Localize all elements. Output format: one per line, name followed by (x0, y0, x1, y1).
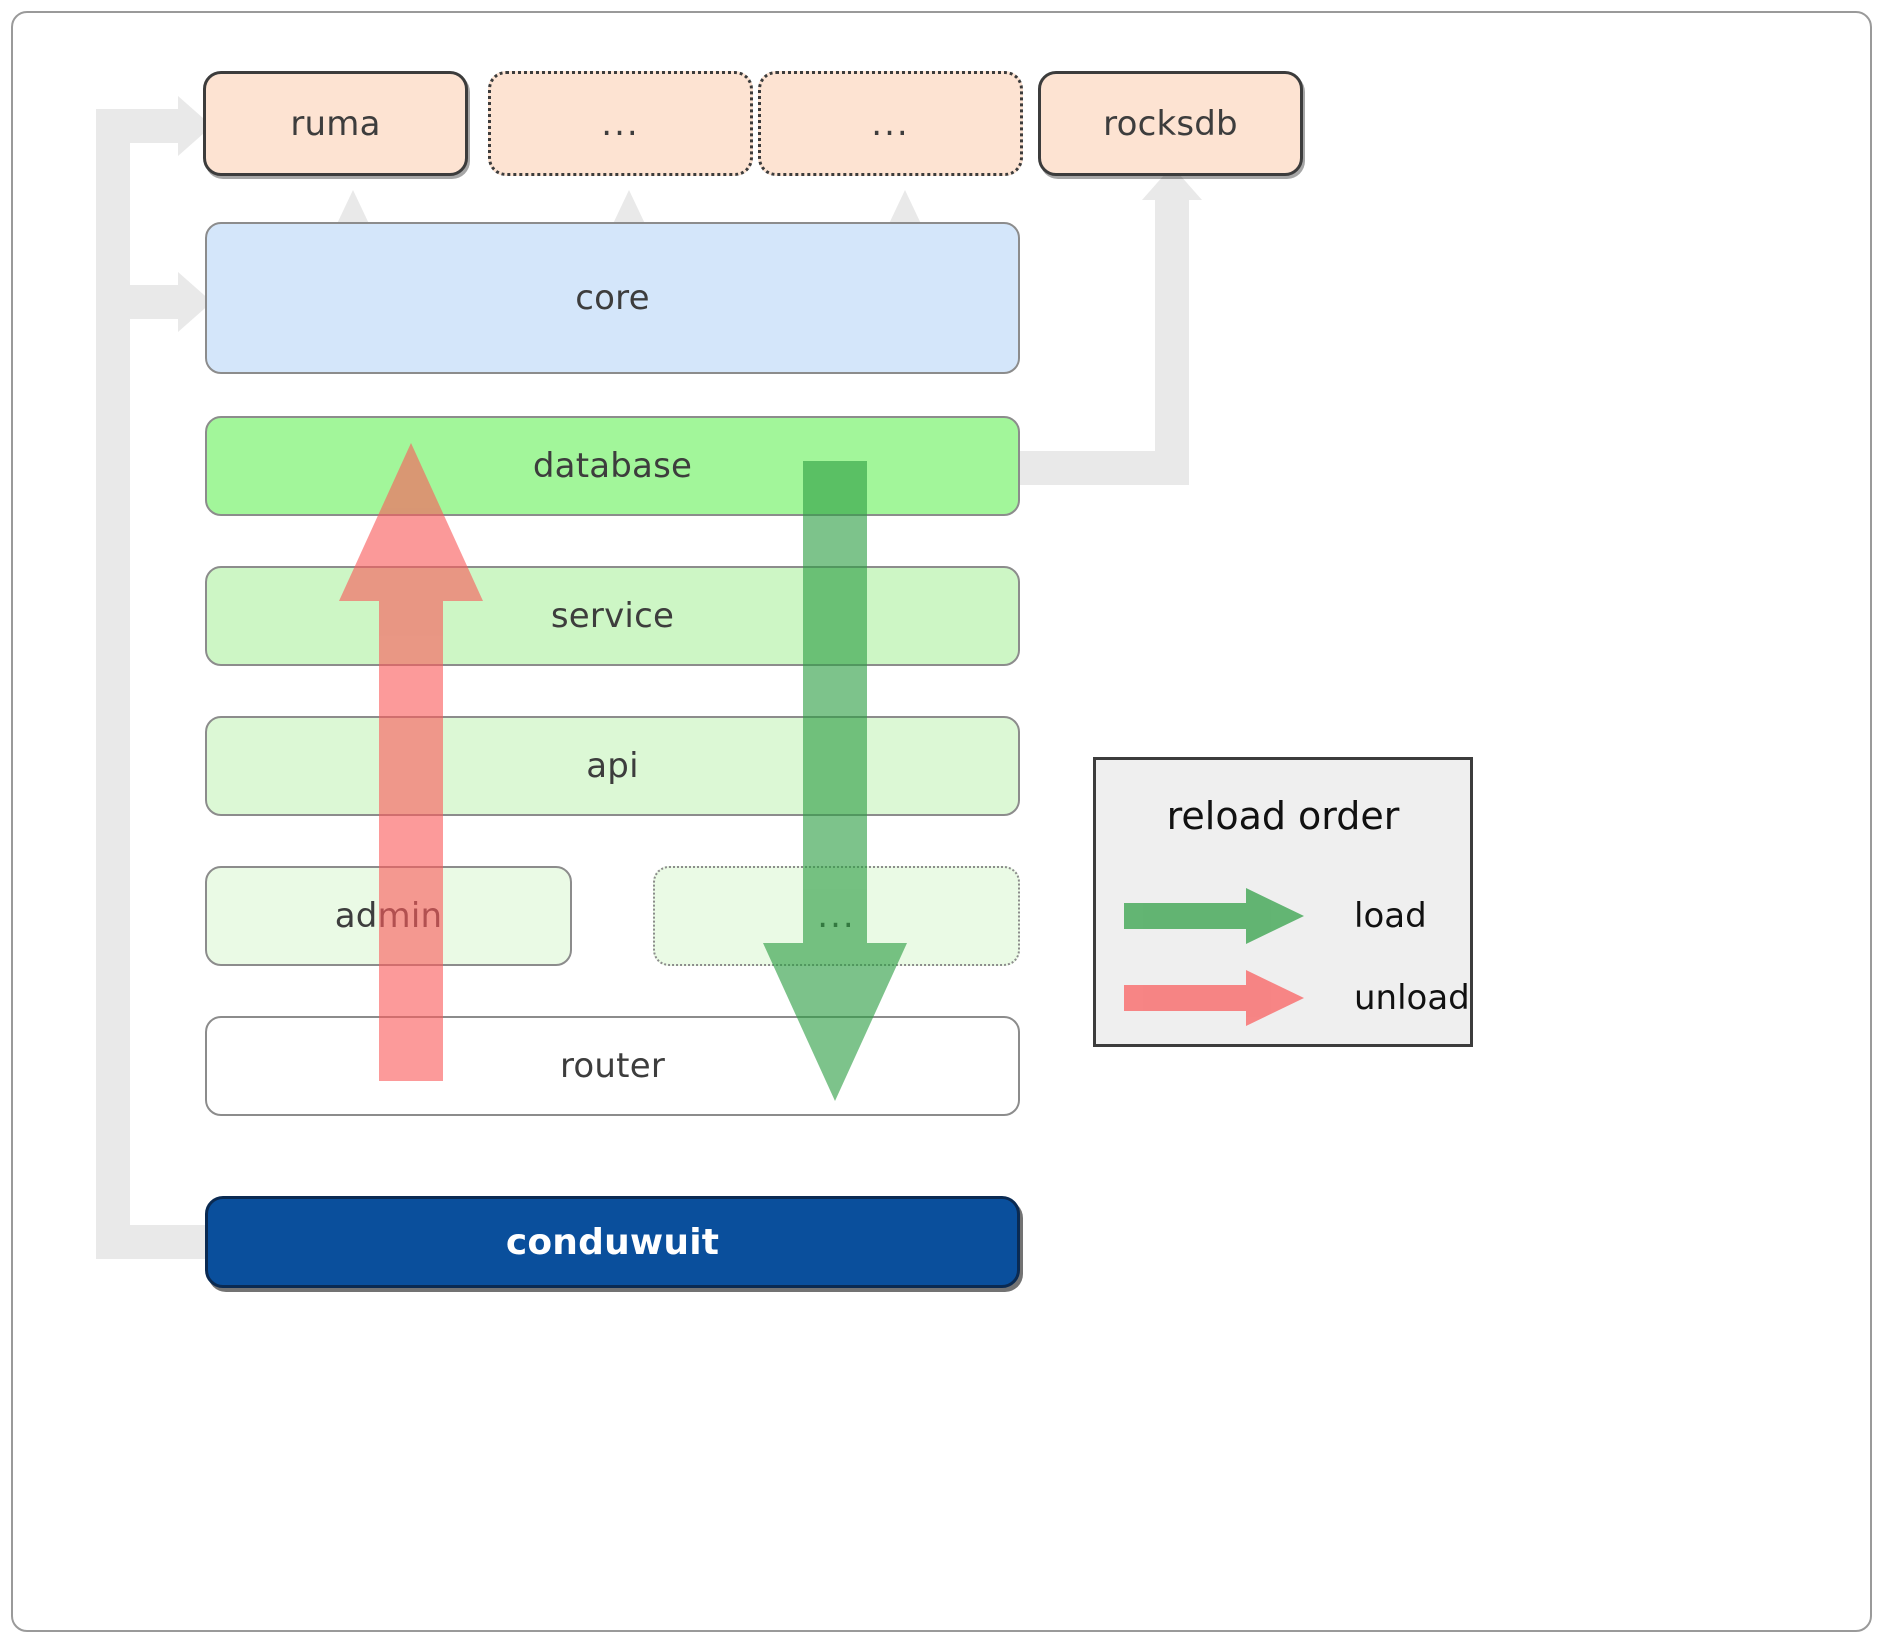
layer-label: ... (817, 896, 856, 936)
layer-label: api (586, 746, 639, 786)
layer-label: admin (334, 896, 443, 936)
layer-label: service (550, 596, 675, 636)
layer-label: router (559, 1046, 665, 1086)
layer-box-service[interactable]: service (205, 566, 1020, 666)
layer-box-router[interactable]: router (205, 1016, 1020, 1116)
legend-panel: reload order load unload (1093, 757, 1473, 1047)
layer-label: database (532, 446, 693, 486)
layer-box-placeholder[interactable]: ... (653, 866, 1020, 966)
connector-left-spine (96, 109, 130, 1259)
connector-left-to-conduwuit (96, 1225, 206, 1259)
dependency-label: rocksdb (1103, 103, 1238, 144)
layer-box-core[interactable]: core (205, 222, 1020, 374)
connector-database-to-rocksdb-horizontal (1019, 451, 1174, 485)
dependency-label: ... (601, 103, 640, 144)
layer-box-api[interactable]: api (205, 716, 1020, 816)
legend-title: reload order (1166, 794, 1400, 838)
legend-swatch-unload (1124, 970, 1304, 1026)
layer-box-admin[interactable]: admin (205, 866, 572, 966)
legend-label-unload: unload (1354, 978, 1470, 1018)
layer-box-database[interactable]: database (205, 416, 1020, 516)
dependency-label: ruma (290, 103, 381, 144)
legend-swatches (1124, 888, 1304, 1026)
legend-swatch-load (1124, 888, 1304, 944)
binary-label: conduwuit (505, 1221, 720, 1263)
binary-box-conduwuit[interactable]: conduwuit (205, 1196, 1020, 1288)
connector-left-to-ruma (96, 109, 180, 143)
dependency-label: ... (871, 103, 910, 144)
dependency-box-placeholder-1[interactable]: ... (488, 71, 753, 176)
legend-label-load: load (1354, 896, 1427, 936)
layer-label: core (575, 278, 650, 318)
connector-left-to-core (96, 285, 180, 319)
connector-database-to-rocksdb-vertical (1155, 198, 1189, 485)
dependency-box-rocksdb[interactable]: rocksdb (1038, 71, 1303, 176)
diagram-frame: ruma ... ... rocksdb core database servi… (11, 11, 1872, 1632)
dependency-box-ruma[interactable]: ruma (203, 71, 468, 176)
dependency-box-placeholder-2[interactable]: ... (758, 71, 1023, 176)
